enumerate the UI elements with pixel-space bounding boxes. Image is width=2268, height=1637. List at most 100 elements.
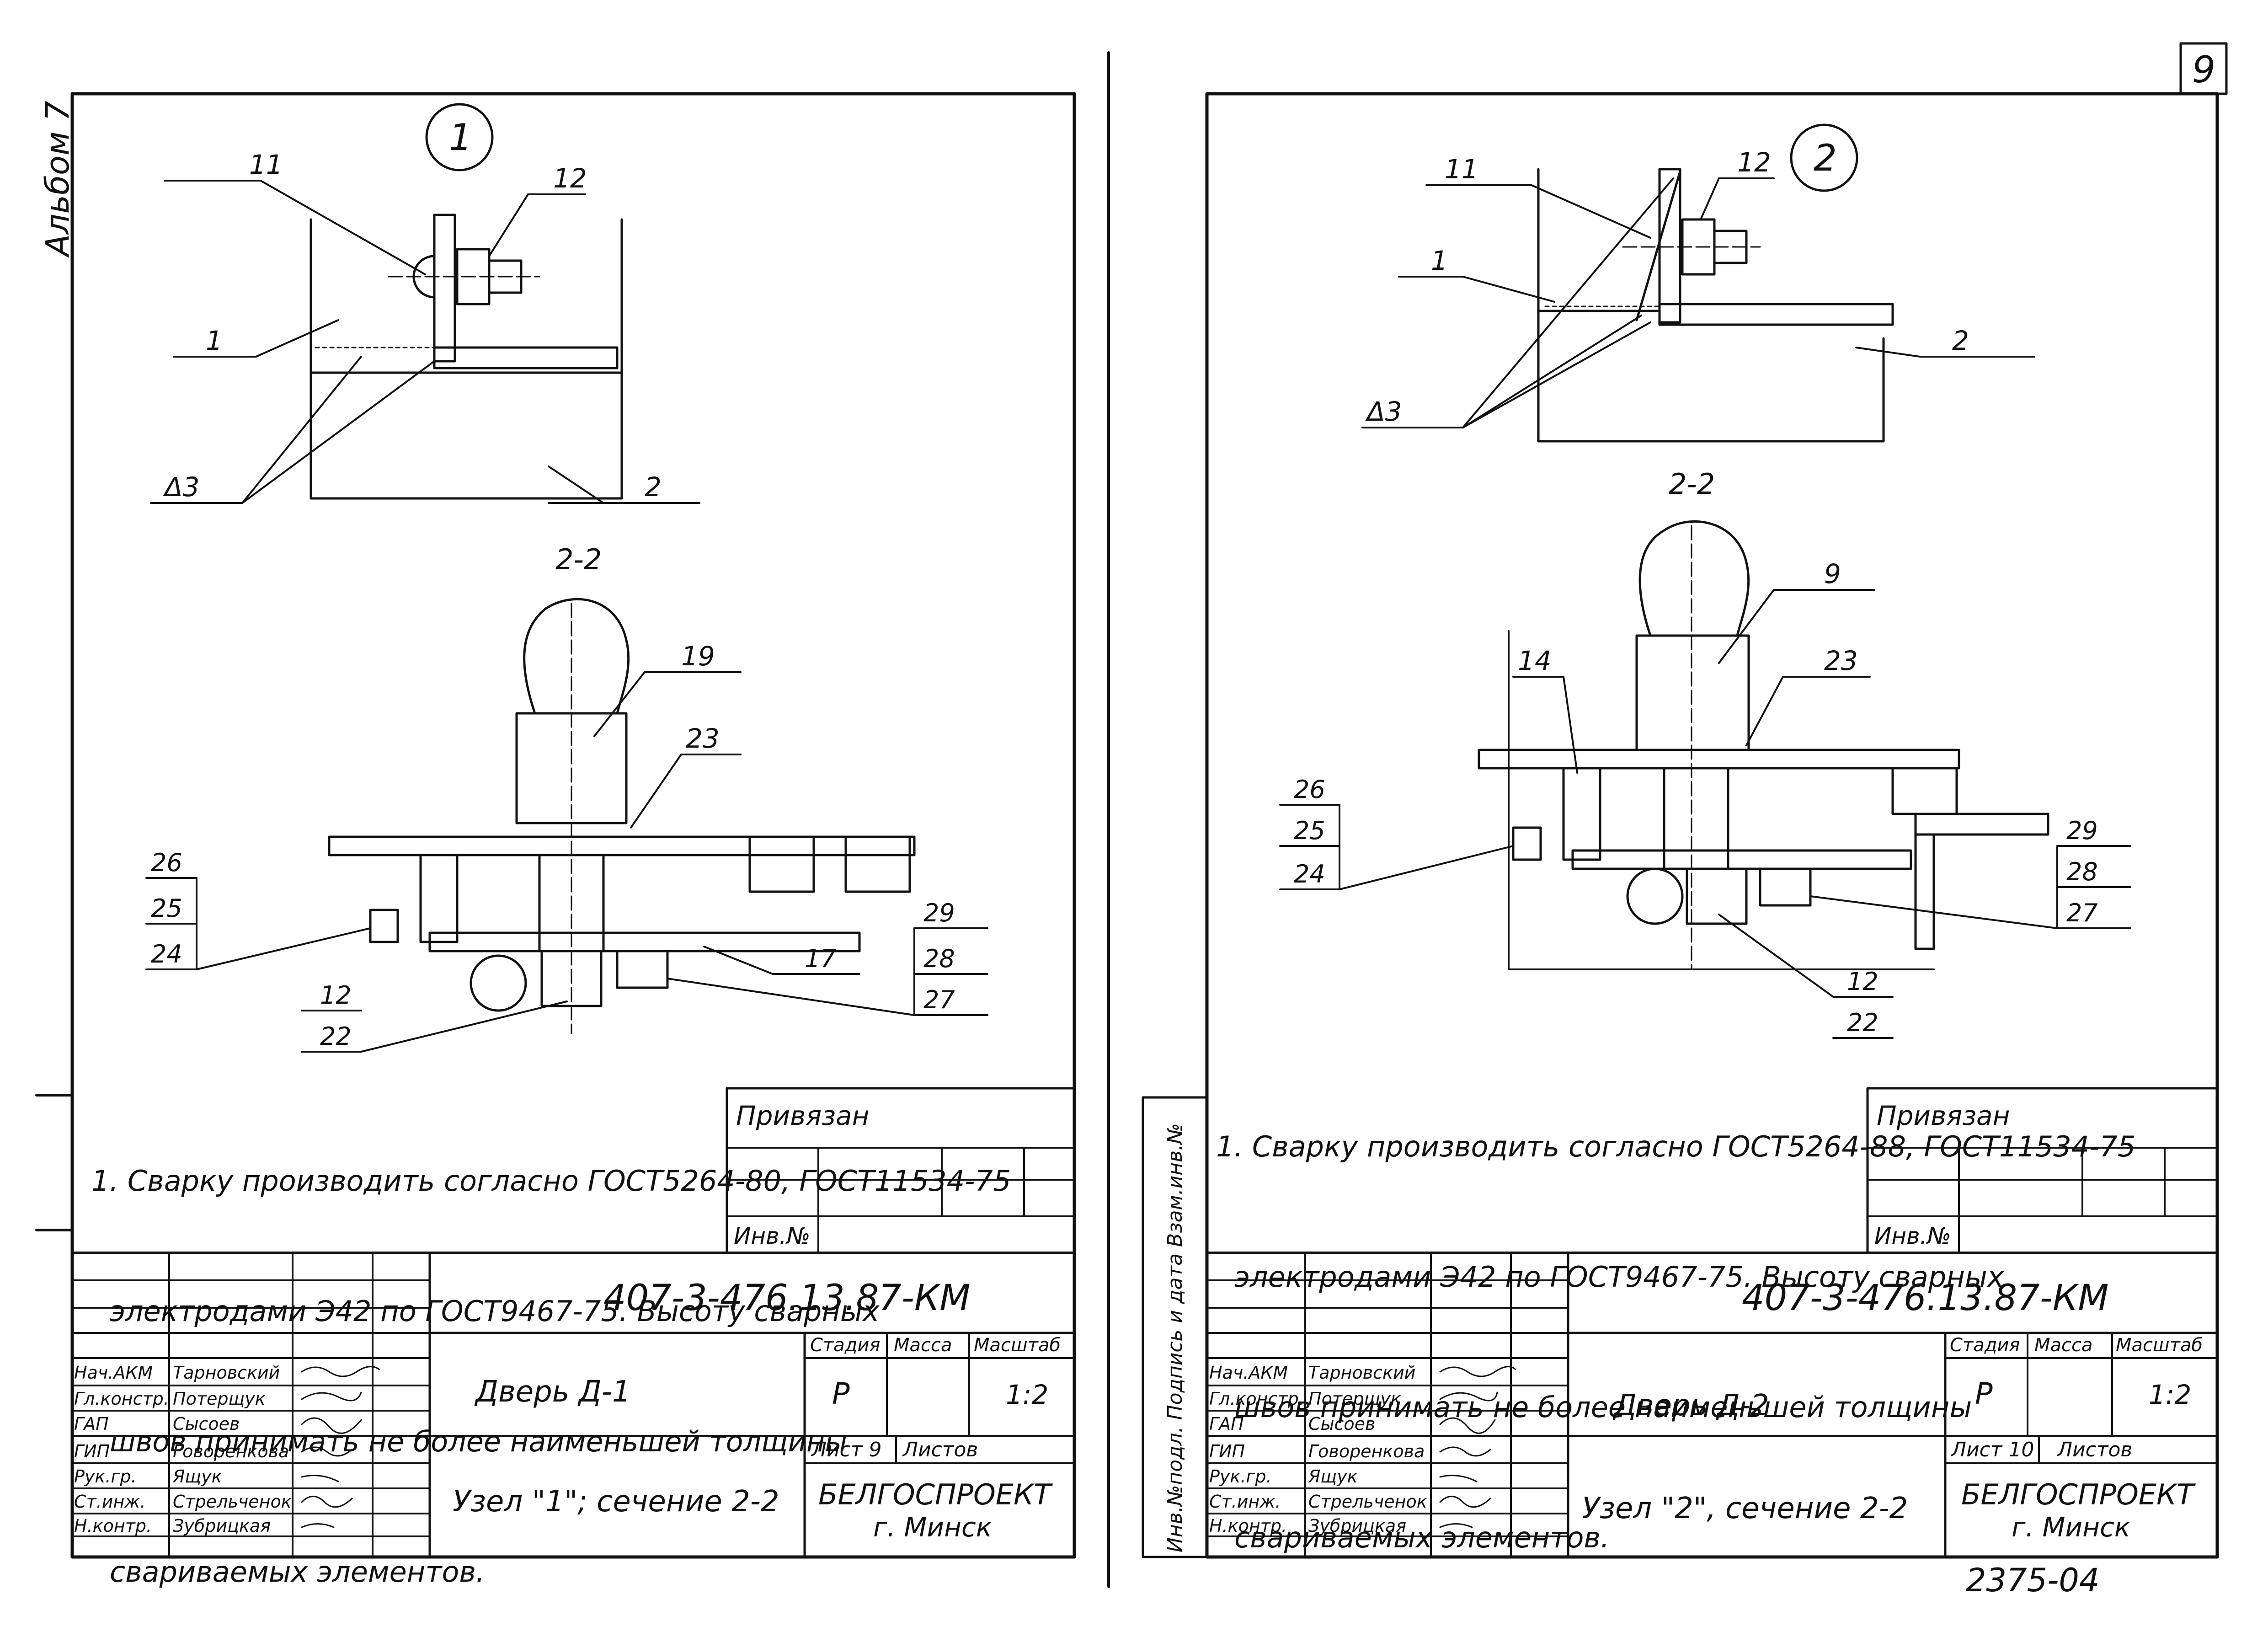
staff-role: Рук.гр. [1209, 1466, 1272, 1487]
scale-header: Масштаб [974, 1335, 1061, 1356]
callout-26: 26 [1294, 775, 1325, 804]
leader [630, 754, 682, 829]
bolt-left [369, 909, 399, 943]
sheet-label: Лист 9 [811, 1438, 881, 1461]
leader [241, 356, 362, 504]
staff-role: Нач.АКМ [74, 1363, 153, 1383]
bolt-left [1512, 826, 1542, 861]
staff-name: Зубрицкая [173, 1516, 271, 1536]
title-object: Дверь Д-1 [474, 1375, 631, 1409]
title-frame [1206, 1252, 2219, 1558]
stage-value: Р [832, 1377, 850, 1411]
callout-1: 1 [206, 325, 223, 356]
privyazan-block: Привязан Инв.№ [726, 1087, 1076, 1254]
signature [1439, 1366, 1516, 1377]
callout-11: 11 [249, 149, 283, 180]
bracket-plate [1571, 849, 1912, 870]
leader [703, 946, 774, 975]
leader [1462, 276, 1555, 303]
callout-2: 2 [645, 471, 662, 503]
staff-name: Говоренкова [1308, 1441, 1425, 1461]
mass-header: Масса [2034, 1335, 2093, 1356]
callout-22: 22 [1847, 1008, 1878, 1037]
callout-11: 11 [1445, 154, 1478, 185]
callout-24: 24 [151, 940, 182, 968]
signature [301, 1391, 362, 1402]
leader [593, 671, 646, 737]
staff-role: Ст.инж. [1209, 1492, 1281, 1512]
title-block-left: 407-3-476.13.87-КМ Дверь Д-1 Узел "1"; с… [71, 1252, 1076, 1558]
album-label: Альбом 7 [39, 101, 76, 258]
privyazan-label: Привязан [1877, 1100, 2010, 1131]
leader [360, 1000, 568, 1053]
callout-27: 27 [2066, 899, 2098, 927]
note-line: электродами Э42 по ГОСТ9467-75. Высоту с… [1234, 1260, 2004, 1294]
callout-1: 1 [1431, 245, 1448, 276]
leader [667, 978, 915, 1016]
stage-header: Стадия [810, 1335, 880, 1356]
nut-lower [540, 950, 603, 1007]
staff-role: Ст.инж. [74, 1492, 146, 1512]
callout-19: 19 [681, 641, 715, 672]
leader [1809, 895, 2058, 929]
welding-note-left: 1. Сварку производить согласно ГОСТ5264-… [91, 1072, 1011, 1637]
side-stamp: Инв.№подл. Подпись и дата Взам.инв.№ [1163, 1123, 1187, 1552]
title-frame [71, 1252, 1076, 1558]
section-2-2-left: 2-2 19 23 26 25 [145, 543, 988, 1053]
staff-role: ГИП [74, 1441, 110, 1461]
staff-name: Стрельченок [173, 1492, 292, 1512]
signature [1439, 1417, 1496, 1434]
angle-horizontal [433, 346, 619, 369]
staff-role: ГАП [1209, 1414, 1244, 1434]
stage-header: Стадия [1950, 1335, 2020, 1356]
sheets-label: Листов [902, 1438, 978, 1461]
clamp-plate [1562, 767, 1601, 861]
note-line: швов принимать не более наименьшей толщи… [110, 1425, 848, 1458]
title-block-right: 407-3-476.13.87-КМ Дверь Д-2 Узел "2", с… [1206, 1252, 2219, 1558]
wall-outline [310, 218, 623, 500]
document-code: 407-3-476.13.87-КМ [1742, 1278, 2109, 1319]
wall-outline [1537, 168, 1885, 443]
note-line: электродами Э42 по ГОСТ9467-75. Высоту с… [110, 1295, 880, 1328]
organization: БЕЛГОСПРОЕКТ [818, 1478, 1053, 1511]
privyazan-label: Привязан [736, 1100, 870, 1131]
signature [301, 1523, 335, 1528]
section-2-2-right: 2-2 9 23 14 [1279, 467, 2131, 1039]
leader [1531, 184, 1651, 239]
scale-value: 1:2 [2149, 1379, 2191, 1410]
rod-section [1626, 867, 1684, 925]
leader [488, 193, 529, 257]
leader [1462, 315, 1642, 428]
section-label: 2-2 [555, 543, 602, 576]
lamp-bulb [523, 598, 630, 715]
staff-name: Потерщук [1308, 1389, 1401, 1409]
weld-symbol: Δ3 [1365, 396, 1402, 427]
door-skin [328, 835, 916, 856]
callout-12: 12 [1737, 147, 1771, 178]
staff-name: Тарновский [1308, 1363, 1415, 1383]
node-2-detail: 2 11 12 1 2 Δ3 [1361, 123, 2035, 443]
leader [1563, 676, 1578, 774]
callout-22: 22 [320, 1022, 352, 1051]
callout-17: 17 [805, 944, 836, 973]
gusset-diagonal [1635, 170, 1681, 321]
title-sheet: Узел "1"; сечение 2-2 [453, 1485, 779, 1519]
staff-name: Ящук [172, 1466, 222, 1487]
inv-number-label: Инв.№ [734, 1223, 810, 1249]
leader [548, 465, 604, 504]
organization: БЕЛГОСПРОЕКТ [1961, 1478, 2196, 1511]
leader [1462, 177, 1674, 428]
note-line: свариваемых элементов. [1234, 1521, 1610, 1554]
staff-name: Стрельченок [1308, 1492, 1427, 1512]
signature [301, 1446, 353, 1457]
clamp-plate [419, 854, 459, 943]
bolt-body [1663, 767, 1729, 870]
signature [1439, 1391, 1498, 1402]
nut-lower [1686, 867, 1748, 925]
callout-2: 2 [1952, 325, 1969, 356]
angle-horizontal [1658, 303, 1894, 326]
lamp-bulb [1638, 520, 1750, 637]
nut-right [616, 950, 669, 989]
leader [255, 319, 339, 358]
